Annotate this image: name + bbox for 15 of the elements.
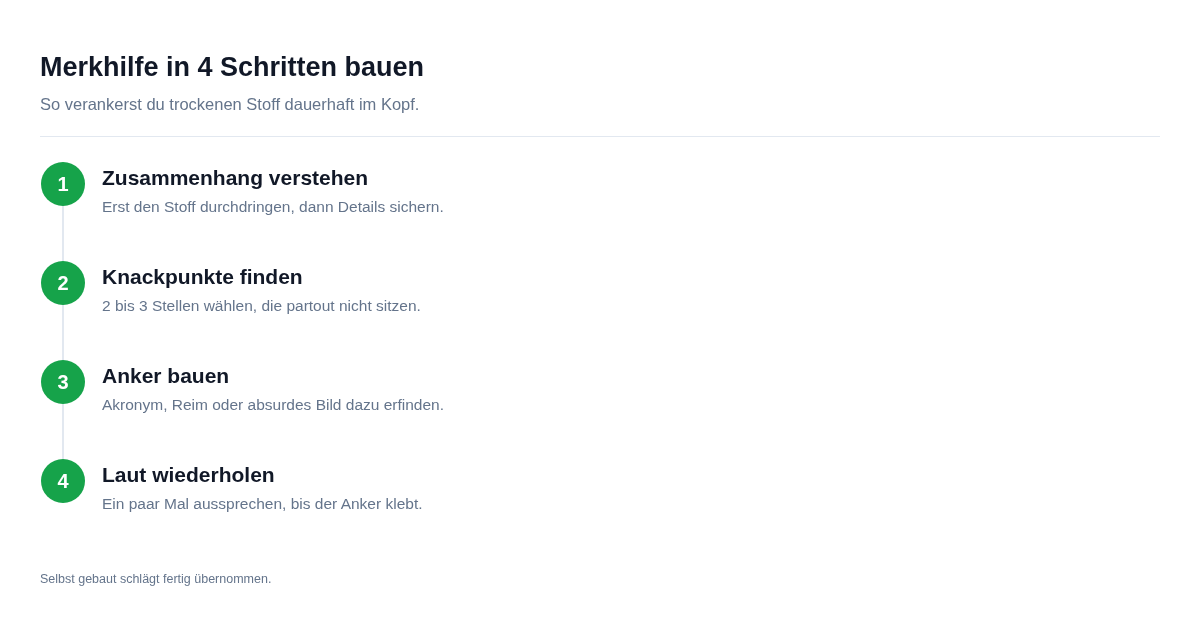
subtitle: So verankerst du trockenen Stoff dauerhaft im Kopf.: [40, 94, 420, 114]
step-title: Anker bauen: [102, 364, 230, 388]
step-description: Ein paar Mal aussprechen, bis der Anker klebt.: [102, 494, 423, 514]
step-title: Laut wiederholen: [102, 463, 275, 487]
step-description: Erst den Stoff durchdringen, dann Details sichern.: [102, 197, 444, 217]
step-number-circle: 1: [41, 162, 85, 206]
step-title: Knackpunkte finden: [102, 265, 303, 289]
step-number-circle: 4: [41, 459, 85, 503]
title: Merkhilfe in 4 Schritten bauen: [40, 51, 425, 84]
step-title: Zusammenhang verstehen: [102, 166, 369, 190]
step-number-circle: 3: [41, 360, 85, 404]
step-description: 2 bis 3 Stellen wählen, die partout nicht sitzen.: [102, 296, 421, 316]
footnote: Selbst gebaut schlägt fertig übernommen.: [40, 571, 272, 587]
step-description: Akronym, Reim oder absurdes Bild dazu erfinden.: [102, 395, 445, 415]
step-number-circle: 2: [41, 261, 85, 305]
